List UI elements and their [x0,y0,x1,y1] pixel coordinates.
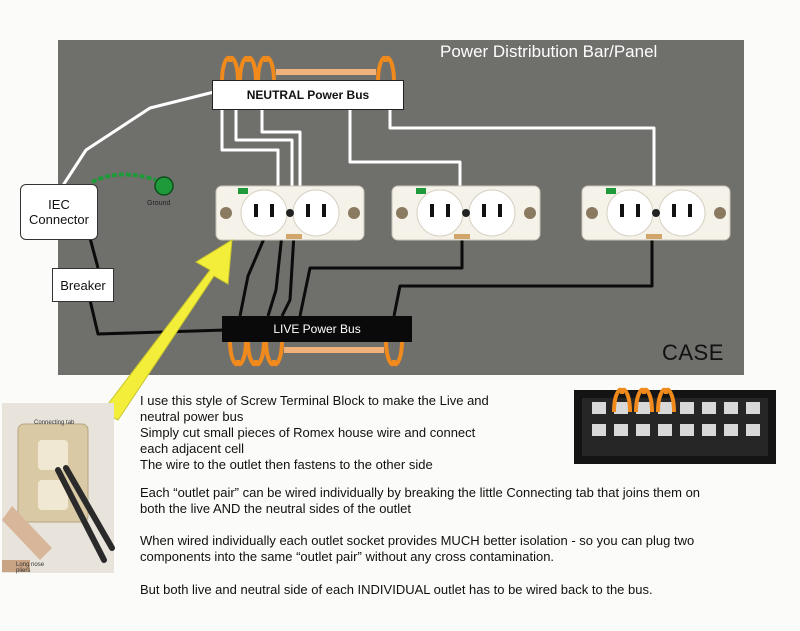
live-bus-label: LIVE Power Bus [273,322,361,336]
photo-label-connecting-tab: Connecting tab [34,420,75,426]
para2-line-1: When wired individually each outlet sock… [140,533,695,548]
note-line-3: Simply cut small pieces of Romex house w… [140,425,476,440]
note-line-4: each adjacent cell [140,441,245,456]
panel-title: Power Distribution Bar/Panel [440,42,658,61]
live-flames [228,339,404,367]
neutral-bus-label: NEUTRAL Power Bus [246,88,370,102]
live-power-bus: LIVE Power Bus [222,316,412,342]
terminal-block-notes: I use this style of Screw Terminal Block… [140,393,560,473]
ground-wire [91,172,157,184]
breaker-label: Breaker [60,277,106,293]
para2-line-2: components into the same “outlet pair” w… [140,549,555,564]
ground-label: Ground [147,200,171,207]
note-line-5: The wire to the outlet then fastens to t… [140,457,433,472]
live-wires [88,233,654,336]
outlet-pair-paragraph: Each “outlet pair” can be wired individu… [140,485,790,517]
para1-line-2: both the live AND the neutral sides of t… [140,501,412,516]
photo-label-pliers: Long nose pliers [16,562,45,574]
outlet-2 [391,185,541,241]
pointer-arrow [101,239,233,421]
case-label: CASE [662,340,724,365]
terminal-block-picture [574,387,776,464]
bus-wiring-paragraph: But both live and neutral side of each I… [140,582,653,597]
neutral-flames [220,55,396,83]
neutral-power-bus: NEUTRAL Power Bus [212,80,404,110]
iec-connector: IEC Connector [20,184,98,240]
para1-line-1: Each “outlet pair” can be wired individu… [140,485,701,500]
note-line-2: neutral power bus [140,409,244,424]
note-line-1: I use this style of Screw Terminal Block… [140,393,489,408]
ground-terminal [154,176,174,196]
iec-label-line2: Connector [29,212,89,227]
isolation-paragraph: When wired individually each outlet sock… [140,533,790,565]
outlet-3 [581,185,731,241]
neutral-wires [58,90,656,191]
iec-label-line1: IEC [48,197,70,212]
outlet-1 [215,185,365,241]
outlet-photo [2,403,115,573]
breaker: Breaker [52,268,114,302]
